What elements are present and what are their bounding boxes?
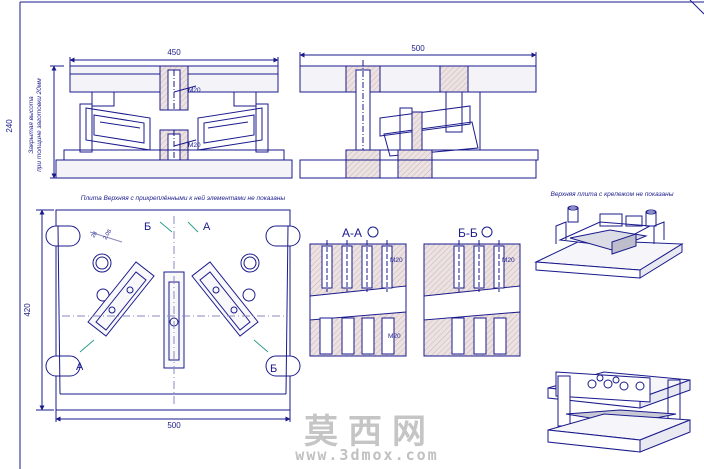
side-view xyxy=(299,52,539,179)
section-b-title: Б-Б xyxy=(458,226,478,240)
sheet-frame xyxy=(19,0,704,469)
dim-plan-height: 420 xyxy=(23,303,32,317)
note-shut-height-2: при толщине заготовки 20мм xyxy=(36,78,43,172)
section-a-bolt-bottom: M20 xyxy=(388,333,401,340)
bolt-label-a: M20 xyxy=(188,87,201,94)
angle-label-a: 28 xyxy=(91,231,99,239)
dim-height: 240 xyxy=(5,119,14,133)
section-a-bolt-top: M20 xyxy=(390,257,403,264)
dim-plan-width: 500 xyxy=(167,421,181,430)
section-a-title: А-А xyxy=(342,226,362,240)
watermark-url: www.3dmox.com xyxy=(295,446,439,464)
cut-mark-b-top: Б xyxy=(144,221,151,233)
front-view xyxy=(50,57,293,179)
watermark-logo: 莫西网 xyxy=(304,412,436,452)
section-b xyxy=(423,226,521,357)
plan-view xyxy=(36,209,301,422)
iso-caption: Верхняя плита с крепежом не показаны xyxy=(550,191,673,198)
note-shut-height-1: Закрытая высота xyxy=(28,96,35,154)
section-a xyxy=(309,226,407,357)
angle-label-b: 2.08 xyxy=(103,229,114,241)
cut-mark-a-top: А xyxy=(203,221,211,233)
cut-mark-a-bottom: А xyxy=(76,361,84,373)
iso-view-assembly xyxy=(547,371,691,453)
section-b-bolt-top: M20 xyxy=(502,257,515,264)
cut-mark-b-bottom: Б xyxy=(270,363,277,375)
bolt-label-b: M20 xyxy=(188,142,201,149)
dim-side-width: 500 xyxy=(411,44,425,53)
iso-view-lower xyxy=(534,205,684,279)
dim-front-width: 450 xyxy=(167,48,181,57)
plan-caption: Плита Верхняя с прикреплёнными к ней эле… xyxy=(81,194,286,202)
